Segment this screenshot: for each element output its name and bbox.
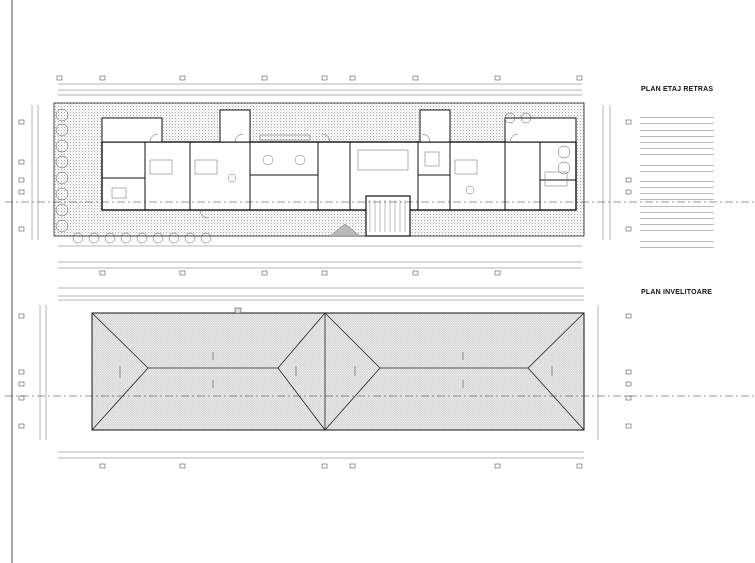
roof-outline <box>91 312 585 431</box>
floor-plan <box>5 75 755 276</box>
grid-axis-markers-left <box>18 119 632 232</box>
dimension-lines-bottom <box>58 245 582 269</box>
roof-plan <box>5 287 755 469</box>
floor-plan-title: PLAN ETAJ RETRAS <box>641 86 714 93</box>
floor-footprint <box>101 141 577 211</box>
door-swings <box>149 133 519 219</box>
stair-core <box>365 195 411 237</box>
roof-ridges <box>91 312 585 431</box>
slope-arrows <box>119 352 553 388</box>
room-schedule-table <box>640 112 714 248</box>
tree-symbols <box>55 108 571 244</box>
dimension-lines-top <box>58 83 582 96</box>
roof-plan-title: PLAN INVELITOARE <box>641 289 713 296</box>
chimney <box>234 307 242 314</box>
furniture <box>111 134 568 199</box>
interior-walls <box>102 142 576 210</box>
roof-dimension-lines <box>39 287 599 459</box>
grid-axis-markers-top <box>56 75 583 81</box>
entry-canopy <box>329 223 361 237</box>
